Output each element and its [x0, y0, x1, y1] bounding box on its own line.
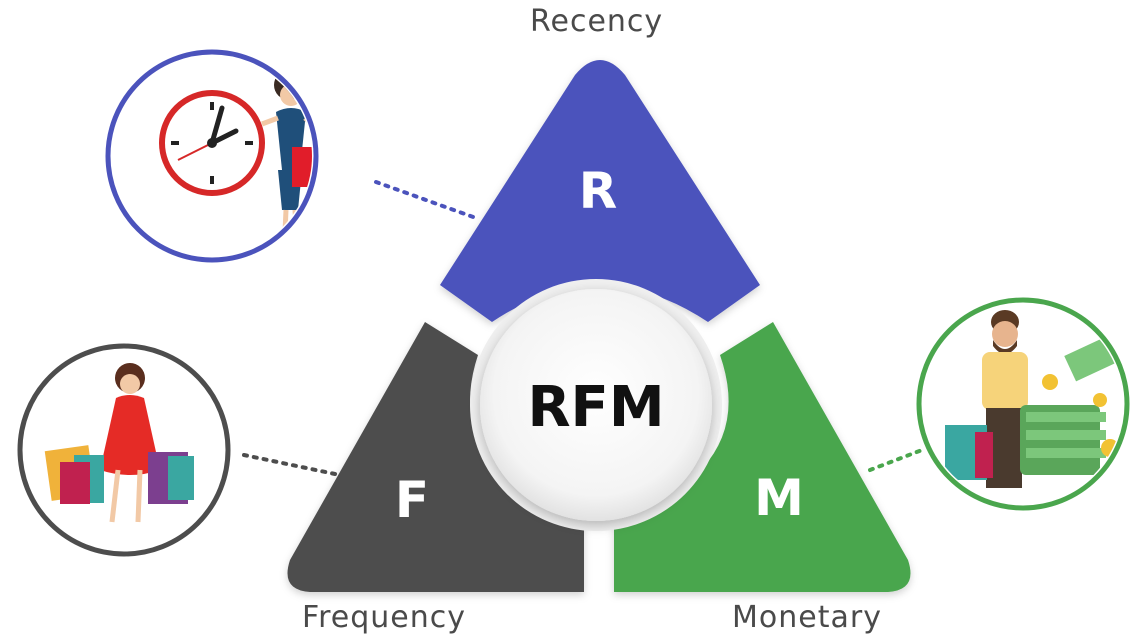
center-circle-inner[interactable] [480, 289, 712, 521]
center-label: RFM [527, 375, 664, 440]
r-letter: R [579, 162, 618, 220]
monetary-segment[interactable] [614, 322, 911, 592]
monetary-connector [868, 448, 924, 472]
man-with-money-icon [945, 310, 1119, 488]
frequency-connector [242, 453, 337, 476]
recency-illustration [105, 49, 319, 263]
monetary-illustration [916, 297, 1130, 511]
frequency-label: Frequency [302, 600, 466, 635]
frequency-segment[interactable] [287, 322, 585, 592]
recency-segment[interactable] [440, 60, 760, 322]
woman-with-shopping-bags-icon [44, 363, 194, 523]
monetary-label: Monetary [732, 600, 882, 635]
recency-label: Recency [530, 4, 664, 39]
recency-connector [374, 180, 478, 220]
frequency-illustration [17, 343, 231, 557]
f-letter: F [395, 471, 429, 529]
m-letter: M [754, 469, 804, 527]
